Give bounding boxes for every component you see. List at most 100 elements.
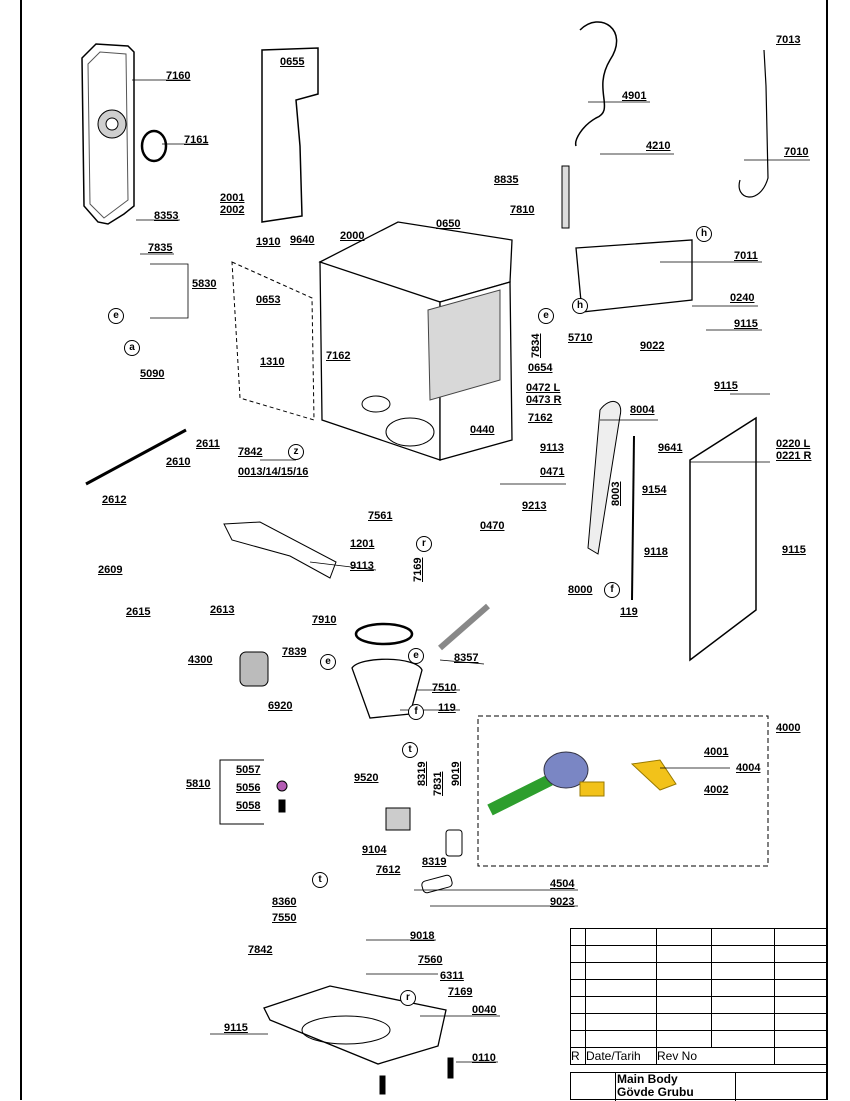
outer-door-0220	[689, 416, 757, 662]
part-label-119-lower: 119	[438, 702, 456, 714]
callout-r-lower: r	[400, 990, 416, 1006]
callout-f-lower: f	[408, 704, 424, 720]
part-label-4210: 4210	[646, 140, 671, 152]
callout-z: z	[288, 444, 304, 460]
part-label-5090: 5090	[140, 368, 165, 380]
part-label-7169-upper: 7169	[412, 557, 424, 582]
part-label-9113-side: 9113	[540, 442, 564, 454]
insulation-0655	[261, 47, 319, 223]
part-label-0470: 0470	[480, 520, 505, 532]
seal-7161	[140, 129, 168, 163]
part-label-4504: 4504	[550, 878, 575, 890]
part-label-5830: 5830	[192, 278, 217, 290]
part-label-4001: 4001	[704, 746, 729, 758]
part-label-5057: 5057	[236, 764, 261, 776]
part-label-8357: 8357	[454, 652, 479, 664]
part-label-7169-lower: 7169	[448, 986, 473, 998]
hose-9019	[445, 829, 463, 857]
part-label-8835: 8835	[494, 174, 519, 186]
callout-e-sump: e	[320, 654, 336, 670]
part-label-2000: 2000	[340, 230, 365, 242]
part-label-0472: 0472 L	[526, 382, 561, 394]
part-label-0655: 0655	[280, 56, 305, 68]
part-label-2613: 2613	[210, 604, 235, 616]
cover-panel-7160	[81, 43, 135, 225]
part-label-2001: 2001	[220, 192, 245, 204]
part-label-0110: 0110	[472, 1052, 496, 1064]
part-label-7010: 7010	[784, 146, 809, 158]
part-label-9118: 9118	[644, 546, 668, 558]
part-label-7161: 7161	[184, 134, 209, 146]
spray-arm-8004	[587, 401, 622, 555]
part-label-7550: 7550	[272, 912, 297, 924]
subtitle-en: Main Body	[617, 1072, 678, 1086]
part-label-0654: 0654	[528, 362, 553, 374]
part-5058	[278, 799, 286, 813]
part-label-9641: 9641	[658, 442, 683, 454]
part-label-7011: 7011	[734, 250, 758, 262]
valve-7612	[385, 807, 411, 831]
subtitle-tr: Gövde Grubu	[617, 1085, 694, 1099]
callout-a: a	[124, 340, 140, 356]
part-label-2610: 2610	[166, 456, 191, 468]
sump-7510	[351, 658, 423, 719]
part-label-7834: 7834	[530, 333, 542, 358]
part-label-5058: 5058	[236, 800, 261, 812]
callout-t-lower: t	[312, 872, 328, 888]
part-label-6920: 6920	[268, 700, 293, 712]
hose-4504	[421, 874, 453, 894]
part-label-7612: 7612	[376, 864, 401, 876]
part-label-7842-lower: 7842	[248, 944, 273, 956]
base-tray-0040	[263, 985, 447, 1065]
part-label-119-upper: 119	[620, 606, 638, 618]
callout-e-pipe: e	[408, 648, 424, 664]
part-label-7510: 7510	[432, 682, 457, 694]
part-label-9113-panel: 9113	[350, 560, 374, 572]
part-label-5056: 5056	[236, 782, 261, 794]
part-5056	[276, 780, 288, 792]
part-label-4300: 4300	[188, 654, 213, 666]
part-label-7842-upper: 7842	[238, 446, 263, 458]
part-label-4002: 4002	[704, 784, 729, 796]
title-block: R Date/Tarih Rev No Main Body Gövde Grub…	[570, 928, 828, 1101]
spring-7810	[561, 165, 570, 229]
part-label-9115-right: 9115	[782, 544, 806, 556]
part-label-7561: 7561	[368, 510, 393, 522]
rod-9641	[631, 435, 635, 601]
part-label-0473: 0473 R	[526, 394, 562, 406]
part-label-4004: 4004	[736, 762, 761, 774]
part-label-0240: 0240	[730, 292, 755, 304]
bracket-4002	[630, 759, 677, 791]
pipe-8357	[438, 603, 490, 651]
heater-pump-4000	[487, 751, 605, 816]
part-label-2615: 2615	[126, 606, 151, 618]
rev-marker: R	[570, 1047, 586, 1065]
callout-t-upper: t	[402, 742, 418, 758]
part-label-0471: 0471	[540, 466, 565, 478]
part-label-7160: 7160	[166, 70, 191, 82]
part-label-7162-cabinet: 7162	[326, 350, 351, 362]
heater-group-box	[477, 715, 769, 867]
part-label-9104: 9104	[362, 844, 387, 856]
drawing-frame	[20, 0, 828, 1100]
part-label-0650: 0650	[436, 218, 461, 230]
part-label-7910: 7910	[312, 614, 337, 626]
part-label-0040: 0040	[472, 1004, 497, 1016]
part-label-8004: 8004	[630, 404, 655, 416]
part-label-0653: 0653	[256, 294, 281, 306]
part-label-1910: 1910	[256, 236, 281, 248]
part-label-8319-lower: 8319	[422, 856, 447, 868]
part-label-0440: 0440	[470, 424, 495, 436]
part-label-0221: 0221 R	[776, 450, 812, 462]
inlet-hose-4901	[574, 21, 618, 147]
part-label-4000: 4000	[776, 722, 801, 734]
part-label-9023: 9023	[550, 896, 575, 908]
part-label-2002: 2002	[220, 204, 245, 216]
part-label-7831: 7831	[432, 771, 444, 796]
part-label-7560: 7560	[418, 954, 443, 966]
title-box: Main Body Gövde Grubu	[570, 1072, 828, 1101]
part-label-8003: 8003	[610, 481, 622, 506]
part-label-1310: 1310	[260, 356, 285, 368]
motor-4300	[239, 651, 269, 687]
